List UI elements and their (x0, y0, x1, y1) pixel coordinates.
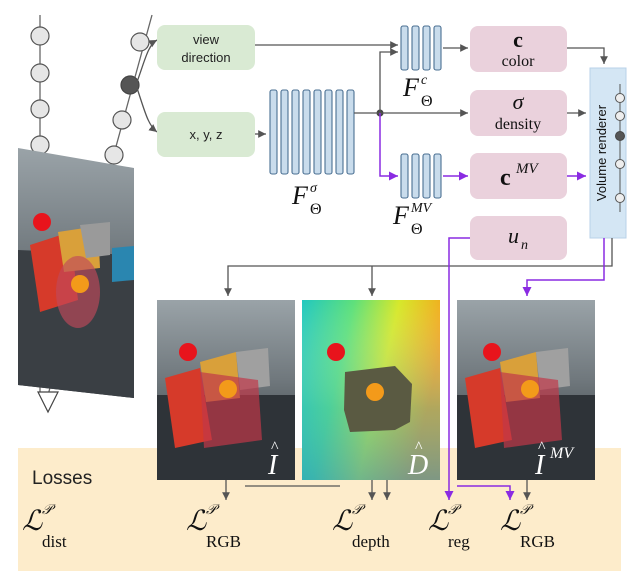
rgb-image-label: I (267, 450, 279, 481)
svg-text:Θ: Θ (421, 93, 433, 110)
volume-renderer-label: Volume renderer (594, 104, 609, 201)
rendered-rgb-image: I ^ (157, 300, 295, 481)
arrow-ray-to-xyz (136, 87, 158, 133)
view-direction-label-1: view (193, 32, 220, 47)
f-c-label: F c Θ (402, 73, 433, 110)
svg-text:Θ: Θ (411, 221, 423, 238)
f-sigma-network (269, 89, 355, 175)
depth-image-label: D (407, 450, 428, 481)
f-sigma-label: F σ Θ (291, 181, 322, 218)
branch-to-fmv (379, 113, 398, 181)
color-label: color (502, 53, 536, 70)
loss-rgb: ℒ 𝒫 RGB (186, 503, 241, 551)
cmv-output-box (470, 153, 567, 199)
arrow-ray-to-view (136, 39, 158, 83)
depth-image-hat: ^ (415, 439, 423, 456)
renderer-mini-ray (615, 84, 625, 212)
svg-text:c: c (421, 73, 428, 88)
svg-text:MV: MV (410, 201, 433, 216)
mv-image-hat: ^ (538, 439, 546, 456)
mv-image-sup: MV (549, 445, 575, 462)
density-output-box (470, 90, 567, 136)
image-plane-photo (18, 148, 134, 398)
f-c-network (400, 25, 442, 71)
svg-text:RGB: RGB (520, 532, 555, 551)
un-output-box (470, 216, 567, 260)
rendered-mv-image: I ^ MV (457, 300, 595, 481)
density-label: density (495, 116, 541, 133)
svg-text:Θ: Θ (310, 201, 322, 218)
svg-text:depth: depth (352, 532, 390, 551)
svg-text:RGB: RGB (206, 532, 241, 551)
svg-text:ℒ: ℒ (22, 506, 43, 537)
f-mv-network (400, 153, 442, 199)
svg-text:F: F (291, 181, 309, 210)
arrow-color-to-renderer (567, 47, 608, 64)
cmv-sup: MV (515, 161, 539, 177)
xyz-label: x, y, z (190, 127, 223, 142)
xyz-box (157, 112, 255, 157)
camera-ray-left (30, 15, 50, 395)
view-direction-box (157, 25, 255, 70)
losses-title: Losses (32, 468, 92, 489)
un-sub: n (521, 238, 528, 253)
mv-image-label: I (534, 450, 546, 481)
svg-text:ℒ: ℒ (428, 506, 449, 537)
un-symbol: u (508, 223, 519, 248)
f-mv-label: F MV Θ (392, 201, 433, 238)
svg-text:σ: σ (310, 181, 318, 196)
svg-text:reg: reg (448, 532, 470, 551)
loss-dist: ℒ 𝒫 dist (22, 503, 67, 551)
svg-text:ℒ: ℒ (186, 506, 207, 537)
svg-text:ℒ: ℒ (500, 506, 521, 537)
renderer-to-images (224, 238, 613, 296)
svg-text:dist: dist (42, 532, 67, 551)
mv-to-reg-arrow (457, 485, 515, 500)
rgb-image-hat: ^ (271, 439, 279, 456)
svg-text:ℒ: ℒ (332, 506, 353, 537)
renderer-to-mv-image (522, 238, 605, 296)
cmv-symbol: c (500, 165, 511, 191)
branch-to-fc (379, 48, 398, 113)
color-output-box (470, 26, 567, 72)
camera-tip-icon (37, 391, 59, 414)
rendered-depth-image: D ^ (302, 300, 440, 481)
density-symbol: σ (513, 89, 525, 114)
svg-text:F: F (402, 73, 420, 102)
un-to-reg-loss (444, 237, 470, 500)
color-symbol: c (513, 27, 523, 52)
svg-text:F: F (392, 201, 410, 230)
loss-rgb-mv: ℒ 𝒫 RGB (500, 503, 555, 551)
view-direction-label-2: direction (181, 50, 230, 65)
